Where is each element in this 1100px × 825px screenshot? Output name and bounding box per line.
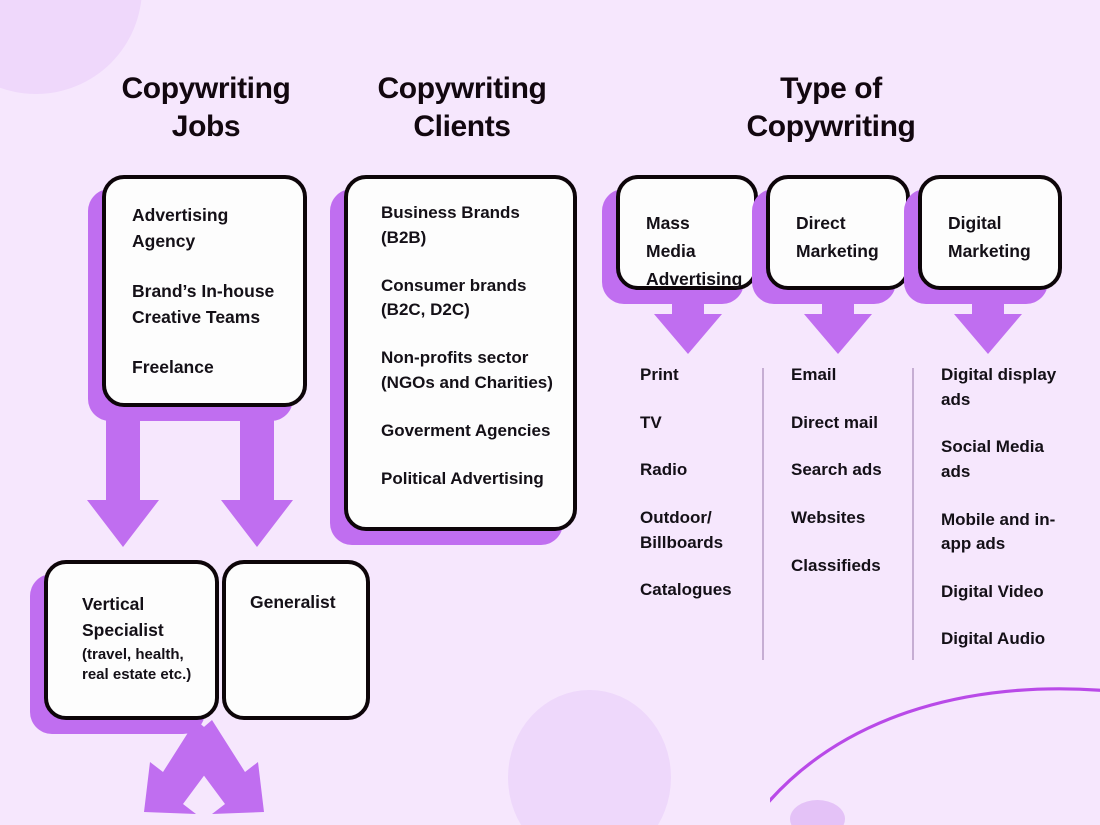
- column-divider: [912, 368, 914, 660]
- column-header-copywriting-jobs: Copywriting Jobs: [92, 70, 320, 146]
- card-mass-media-advertising[interactable]: Mass Media Advertising: [616, 175, 758, 290]
- list-item: Political Advertising: [381, 468, 544, 488]
- decorative-arc: [748, 675, 1100, 825]
- list-item: Direct mail: [791, 412, 878, 432]
- card-copywriting-clients[interactable]: Business Brands (B2B) Consumer brands (B…: [344, 175, 577, 531]
- card-generalist[interactable]: Generalist: [222, 560, 370, 720]
- list-item: Search ads: [791, 460, 882, 480]
- list-item: Business Brands (B2B): [381, 203, 520, 247]
- list-item: Consumer brands (B2C, D2C): [381, 275, 527, 320]
- list-item: Classifieds: [791, 555, 881, 575]
- list-item: Advertising Agency: [132, 205, 229, 251]
- card-detail: (travel, health, real estate etc.): [82, 646, 192, 684]
- card-body: Advertising Agency Brand’s In-house Crea…: [106, 179, 303, 399]
- list-item: Websites: [791, 507, 866, 527]
- list-item: Goverment Agencies: [381, 420, 551, 440]
- header-line-2: Clients: [413, 110, 511, 144]
- column-header-type-of-copywriting: Type of Copywriting: [700, 70, 962, 146]
- list-item: Outdoor/ Billboards: [640, 507, 724, 552]
- card-digital-marketing[interactable]: Digital Marketing: [918, 175, 1062, 290]
- arrow-down-icon: [87, 405, 159, 547]
- arrow-down-icon: [804, 292, 872, 354]
- card-vertical-specialist[interactable]: Vertical Specialist (travel, health, rea…: [44, 560, 219, 720]
- column-divider: [762, 368, 764, 660]
- list-item: Mobile and in-app ads: [941, 509, 1056, 554]
- header-line-2: Copywriting: [746, 110, 916, 144]
- list-direct-marketing: Email Direct mail Search ads Websites Cl…: [791, 363, 906, 578]
- arrow-down-icon: [654, 292, 722, 354]
- list-item: Digital Audio: [941, 629, 1046, 649]
- card-title: Vertical Specialist: [82, 594, 164, 640]
- column-header-copywriting-clients: Copywriting Clients: [348, 70, 576, 146]
- card-direct-marketing[interactable]: Direct Marketing: [766, 175, 910, 290]
- header-line-1: Copywriting: [121, 72, 291, 105]
- card-label: Digital Marketing: [948, 213, 1031, 261]
- list-item: Non-profits sector (NGOs and Charities): [381, 348, 553, 393]
- card-body: Business Brands (B2B) Consumer brands (B…: [348, 179, 573, 531]
- card-title: Generalist: [250, 592, 336, 612]
- list-item: Brand’s In-house Creative Teams: [132, 281, 275, 327]
- decorative-circle-bottom: [508, 690, 671, 825]
- list-item: Email: [791, 365, 837, 384]
- header-line-2: Jobs: [171, 110, 241, 144]
- arrow-down-icon: [954, 292, 1022, 354]
- list-item: Print: [640, 365, 679, 384]
- header-line-1: Copywriting: [377, 72, 547, 105]
- list-item: Digital Video: [941, 581, 1044, 601]
- card-label: Direct Marketing: [796, 213, 879, 261]
- list-item: Radio: [640, 460, 688, 480]
- list-item: Catalogues: [640, 580, 732, 600]
- header-line-1: Type of: [780, 72, 882, 105]
- list-digital-marketing: Digital display ads Social Media ads Mob…: [941, 363, 1071, 652]
- list-mass-media-advertising: Print TV Radio Outdoor/ Billboards Catal…: [640, 363, 750, 603]
- list-item: Digital display ads: [941, 365, 1057, 409]
- arrow-branch-icon: [144, 720, 264, 814]
- list-item: Freelance: [132, 357, 214, 378]
- arrow-down-icon: [221, 405, 293, 547]
- list-item: Social Media ads: [941, 437, 1044, 481]
- decorative-circle-small: [790, 800, 845, 825]
- card-copywriting-jobs[interactable]: Advertising Agency Brand’s In-house Crea…: [102, 175, 307, 407]
- list-item: TV: [640, 412, 662, 432]
- card-label: Mass Media Advertising: [646, 213, 743, 289]
